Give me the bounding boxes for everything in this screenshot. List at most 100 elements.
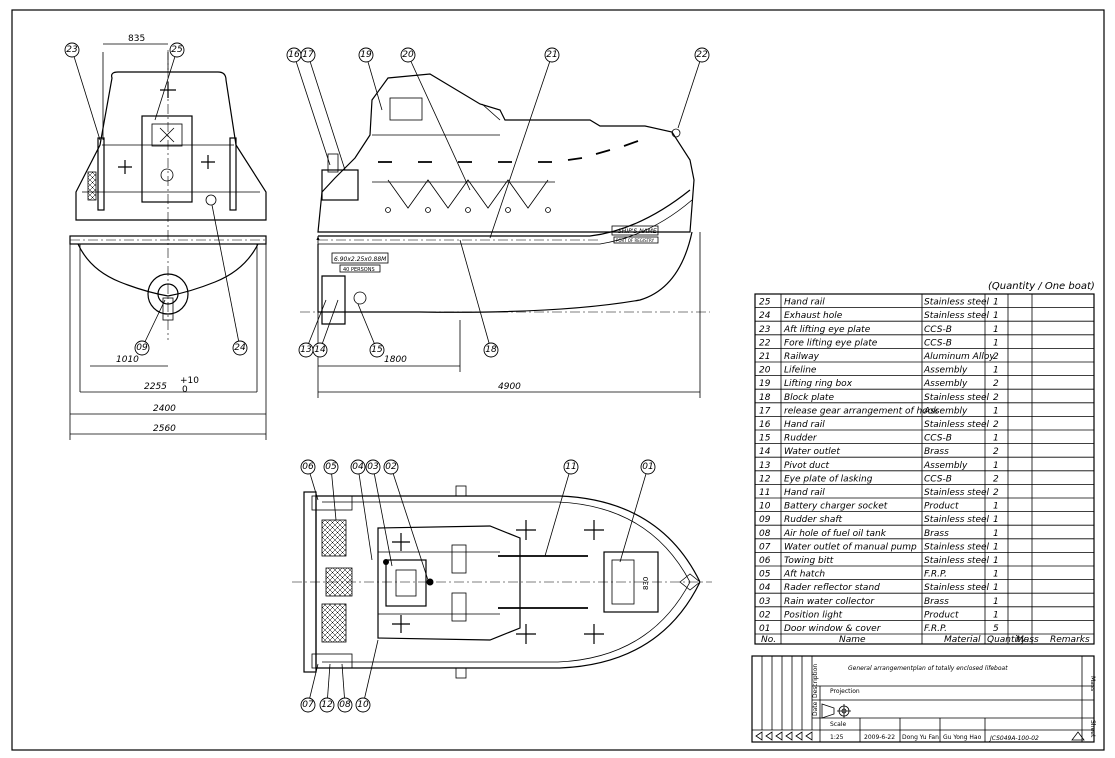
title-block-sheet-label: Sheet [1089,720,1096,738]
bom-qty: 1 [993,597,999,607]
title-block-scale-label: Scale [830,721,846,728]
bom-qty: 1 [993,529,999,539]
dim-2400: 2400 [153,404,176,414]
callout-09: 09 [134,299,166,356]
bom-no: 06 [759,556,771,566]
callout-01: 01 [619,459,656,563]
dim-830: 830 [642,577,650,590]
bom-material: Stainless steel [924,298,990,308]
svg-text:06: 06 [302,462,314,472]
revision-triangle [1071,731,1085,741]
sheet-border [11,9,1105,751]
bom-qty: 2 [993,379,999,389]
bom-name: release gear arrangement of hook [784,406,939,416]
bom-no: 12 [759,474,771,484]
bom-qty: 1 [993,298,999,308]
bom-no: 24 [759,311,771,321]
bom-no: 03 [759,597,771,607]
bom-no: 21 [759,352,770,362]
svg-text:02: 02 [385,462,397,472]
plan-view: 830 06 05 04 03 02 11 01 07 [292,459,712,713]
bom-qty: 1 [993,515,999,525]
persons-plate-label: 40 PERSONS [343,267,375,273]
svg-text:01: 01 [642,462,653,472]
bom-qty: 1 [993,434,999,444]
dim-4900: 4900 [498,382,521,392]
bom-name: Rader reflector stand [784,583,880,593]
callout-17: 17 [300,47,346,171]
callout-03: 03 [365,459,393,567]
drawing-number: JCS049A-100-02 [989,735,1039,742]
bom-material: Stainless steel [924,583,990,593]
bom-no: 16 [759,420,771,430]
bom-no: 09 [759,515,771,525]
svg-text:18: 18 [485,345,497,355]
bom-material: Aluminum Alloy [923,352,995,362]
bom-no: 01 [759,624,770,634]
date-value: 2009-6-22 [864,734,895,741]
bom-name: Water outlet [784,447,840,457]
bom-no: 11 [759,488,770,498]
bom-qty: 1 [993,325,999,335]
bom-no: 14 [759,447,771,457]
callout-04: 04 [350,459,373,561]
svg-text:17: 17 [302,50,314,60]
bom-header-material: Material [944,635,981,645]
bom-material: CCS-B [924,474,952,484]
svg-text:04: 04 [352,462,364,472]
svg-text:16: 16 [288,50,300,60]
bom-name: Door window & cover [784,624,882,634]
bom-qty: 1 [993,461,999,471]
bom-material: Assembly [923,379,968,389]
svg-text:25: 25 [171,45,183,55]
bom-qty: 1 [993,556,999,566]
bom-no: 25 [759,298,771,308]
bom-material: Product [924,502,959,512]
bom-name: Pivot duct [784,461,830,471]
bom-no: 19 [759,379,771,389]
bom-no: 08 [759,529,771,539]
bom-name: Position light [784,610,843,620]
bom-no: 10 [759,502,771,512]
svg-text:14: 14 [314,345,326,355]
svg-text:19: 19 [360,50,372,60]
persons-plate [339,264,381,273]
bom-name: Exhaust hole [784,311,843,321]
bom-name: Battery charger socket [784,502,888,512]
bom-no: 05 [759,570,771,580]
bom-material: CCS-B [924,338,952,348]
bom-header-remarks: Remarks [1050,635,1090,645]
bom-no: 18 [759,393,771,403]
bom-no: 02 [759,610,771,620]
bom-no: 04 [759,583,771,593]
bom-qty: 2 [993,420,999,430]
callout-11: 11 [544,459,579,557]
bom-name: Air hole of fuel oil tank [783,529,887,539]
bom-name: Aft hatch [783,570,825,580]
bom-no: 13 [759,461,771,471]
bom-name: Hand rail [784,488,825,498]
bom-name: Rudder [784,434,818,444]
bom-qty: 1 [993,610,999,620]
drawing-title: General arrangementplan of totally enclo… [848,665,1008,672]
dim-1010: 1010 [116,355,139,365]
ship-name-label: SHIP'S NAME [618,228,657,235]
svg-text:23: 23 [66,45,78,55]
bom-qty: 1 [993,338,999,348]
callout-02: 02 [383,459,429,581]
svg-text:12: 12 [321,700,333,710]
svg-text:22: 22 [696,50,708,60]
svg-text:20: 20 [402,50,414,60]
callout-21: 21 [489,47,560,239]
callout-12: 12 [319,663,335,713]
